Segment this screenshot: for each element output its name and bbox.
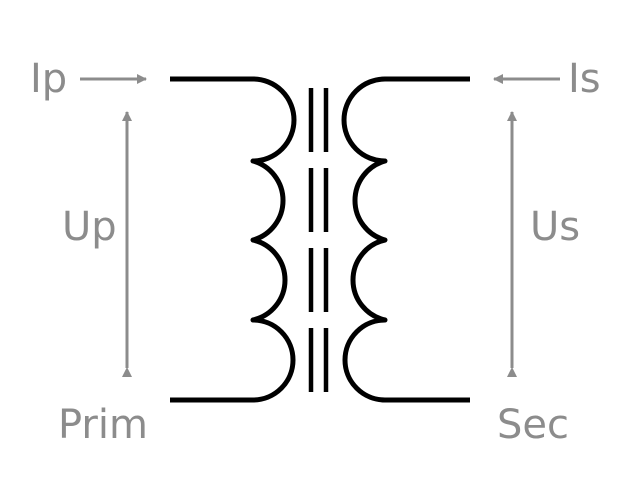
primary-winding-label: Prim bbox=[58, 402, 148, 448]
secondary-winding bbox=[341, 76, 470, 403]
transformer-core bbox=[308, 88, 329, 392]
secondary-winding-label: Sec bbox=[497, 402, 569, 448]
primary-current-label: Ip bbox=[30, 56, 67, 102]
primary-voltage-label: Up bbox=[62, 204, 117, 250]
secondary-current-label: Is bbox=[568, 56, 601, 102]
primary-winding bbox=[170, 76, 297, 403]
secondary-voltage-label: Us bbox=[530, 204, 580, 250]
